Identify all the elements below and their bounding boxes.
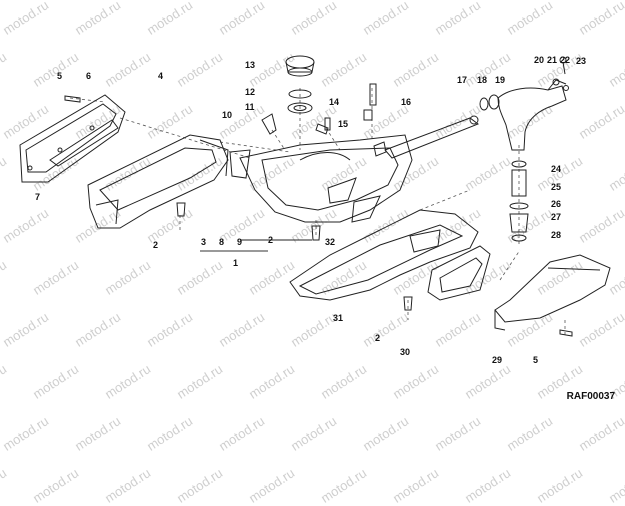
callout-32: 32 [325,237,336,247]
callout-5-right: 5 [533,355,539,365]
callout-16: 16 [401,97,412,107]
callout-2-lower: 2 [375,333,381,343]
callout-19: 19 [495,75,506,85]
callout-14: 14 [329,97,340,107]
part-branch-pipe-19 [497,56,569,151]
part-seal-11 [287,102,313,114]
callout-20: 20 [534,55,545,65]
part-clip-10 [261,113,277,135]
callout-11: 11 [245,102,255,112]
callout-2-center: 2 [268,235,274,245]
callout-3: 3 [201,237,207,247]
callout-10: 10 [222,110,233,120]
part-stack-24-28 [509,160,529,242]
callout-18: 18 [477,75,488,85]
part-fittings-17-19 [479,94,500,111]
watermark-text: motod.ru [30,465,82,506]
watermark-text: motod.ru [318,465,370,506]
part-fairing-upper-1 [229,134,413,223]
part-side-panel-29 [494,254,611,331]
part-screw-15 [315,123,329,135]
callout-21: 21 [547,55,558,65]
callout-1: 1 [233,258,239,268]
part-footboard [427,245,491,301]
callout-28: 28 [551,230,562,240]
callout-24: 24 [551,164,562,174]
part-panel-7 [19,94,126,183]
callout-4: 4 [158,71,164,81]
part-crossbar [384,115,480,159]
watermark-text: motod.ru [390,465,442,506]
watermark-text: motod.ru [174,465,226,506]
part-air-duct-4 [87,134,229,229]
callout-9: 9 [237,237,243,247]
callout-22: 22 [560,55,571,65]
callout-30: 30 [400,347,411,357]
callout-25: 25 [551,182,562,192]
callout-12: 12 [245,87,256,97]
part-ring-12 [288,89,312,99]
callout-27: 27 [551,212,562,222]
watermark-text: motod.ru [0,465,10,506]
part-lower-cover-31 [289,209,479,301]
callout-6: 6 [86,71,92,81]
watermark-text: motod.ru [102,465,154,506]
watermark-text: motod.ru [462,465,514,506]
callout-17: 17 [457,75,468,85]
small-fasteners [64,95,573,337]
part-screw-14 [324,117,331,131]
callout-23: 23 [576,56,587,66]
callout-8: 8 [219,237,225,247]
callout-13: 13 [245,60,256,70]
drawing-code: RAF00037 [566,391,615,402]
part-bolt-16 [363,83,387,157]
callout-29: 29 [492,355,503,365]
part-cap-13 [285,55,315,77]
watermark-text: motod.ru [246,465,298,506]
callout-5: 5 [57,71,63,81]
callout-2-left: 2 [153,240,159,250]
callout-31: 31 [333,313,344,323]
callout-7: 7 [35,192,41,202]
callout-15: 15 [338,119,349,129]
watermark-text: motod.ru [606,465,625,506]
watermark-text: motod.ru [534,465,586,506]
callout-26: 26 [551,199,562,209]
exploded-parts-drawing [19,55,611,337]
